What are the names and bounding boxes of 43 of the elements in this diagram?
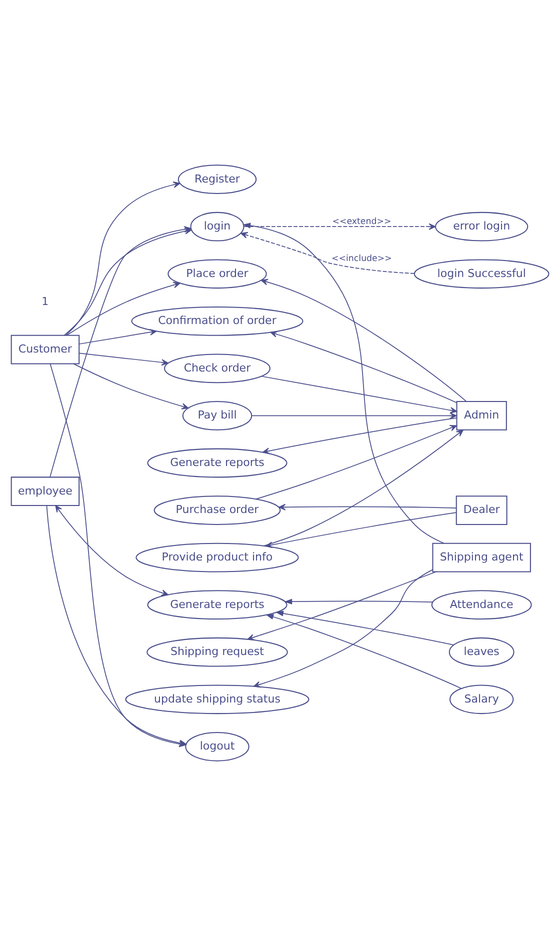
arrow	[256, 424, 457, 500]
arrow	[65, 182, 180, 336]
arrow	[78, 328, 157, 344]
arrow	[275, 610, 454, 646]
node-ellipse: Purchase order	[154, 496, 281, 525]
node-ellipse: Pay bill	[182, 401, 252, 430]
edge-label: <<include>>	[332, 254, 392, 264]
node-ellipse: Salary	[449, 684, 514, 714]
arrow	[261, 376, 458, 414]
node-ellipse: Register	[178, 164, 257, 194]
label: 1	[42, 295, 49, 308]
arrow	[263, 430, 464, 546]
arrow	[242, 222, 444, 544]
node-box: Dealer	[456, 496, 508, 525]
arrow	[240, 232, 415, 274]
arrow	[284, 598, 434, 604]
arrow	[266, 614, 462, 689]
arrow	[78, 352, 169, 366]
node-ellipse: leaves	[448, 637, 514, 667]
node-ellipse: Check order	[164, 354, 270, 384]
arrow	[278, 504, 457, 510]
edge-label: <<extend>>	[332, 217, 392, 228]
arrow	[66, 282, 180, 336]
node-ellipse: update shipping status	[125, 684, 310, 714]
arrow	[247, 571, 437, 640]
node-box: employee	[10, 476, 80, 506]
node-ellipse: error login	[435, 212, 528, 242]
node-ellipse: login Successful	[414, 259, 550, 289]
node-ellipse: logout	[185, 732, 250, 762]
arrow	[260, 278, 467, 402]
arrow	[270, 331, 457, 404]
arrow	[251, 412, 457, 419]
arrow	[244, 223, 436, 230]
arrow	[55, 505, 168, 596]
arrow	[253, 569, 434, 688]
arrow	[262, 417, 458, 454]
arrow	[73, 363, 189, 410]
node-ellipse: Attendance	[431, 590, 532, 620]
node-ellipse: Shipping request	[146, 637, 288, 667]
node-box: Admin	[456, 401, 507, 430]
node-box: Customer	[10, 334, 80, 364]
node-box: Shipping agent	[432, 542, 531, 572]
node-ellipse: login	[190, 212, 244, 242]
